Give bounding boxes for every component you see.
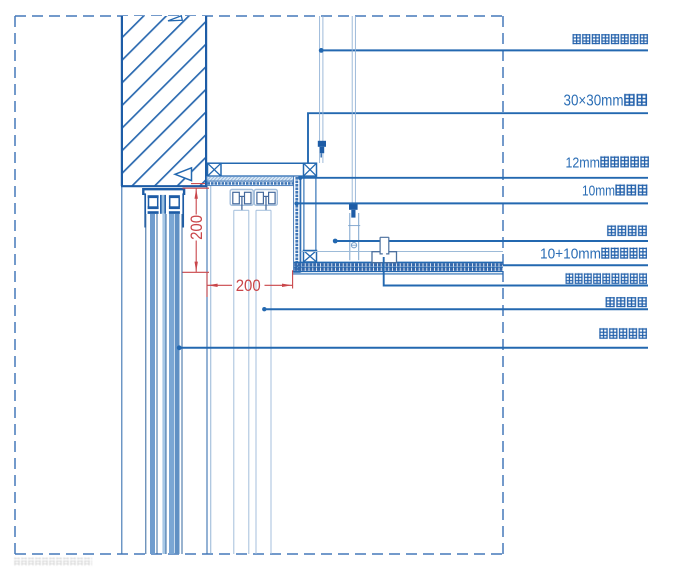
svg-text:200: 200 <box>187 215 206 240</box>
svg-text:200: 200 <box>236 276 261 295</box>
svg-text:12mm: 12mm <box>566 154 601 171</box>
svg-text:30×30mm: 30×30mm <box>564 92 624 109</box>
svg-text:10+10mm: 10+10mm <box>540 246 601 263</box>
svg-text:10mm: 10mm <box>582 182 615 199</box>
